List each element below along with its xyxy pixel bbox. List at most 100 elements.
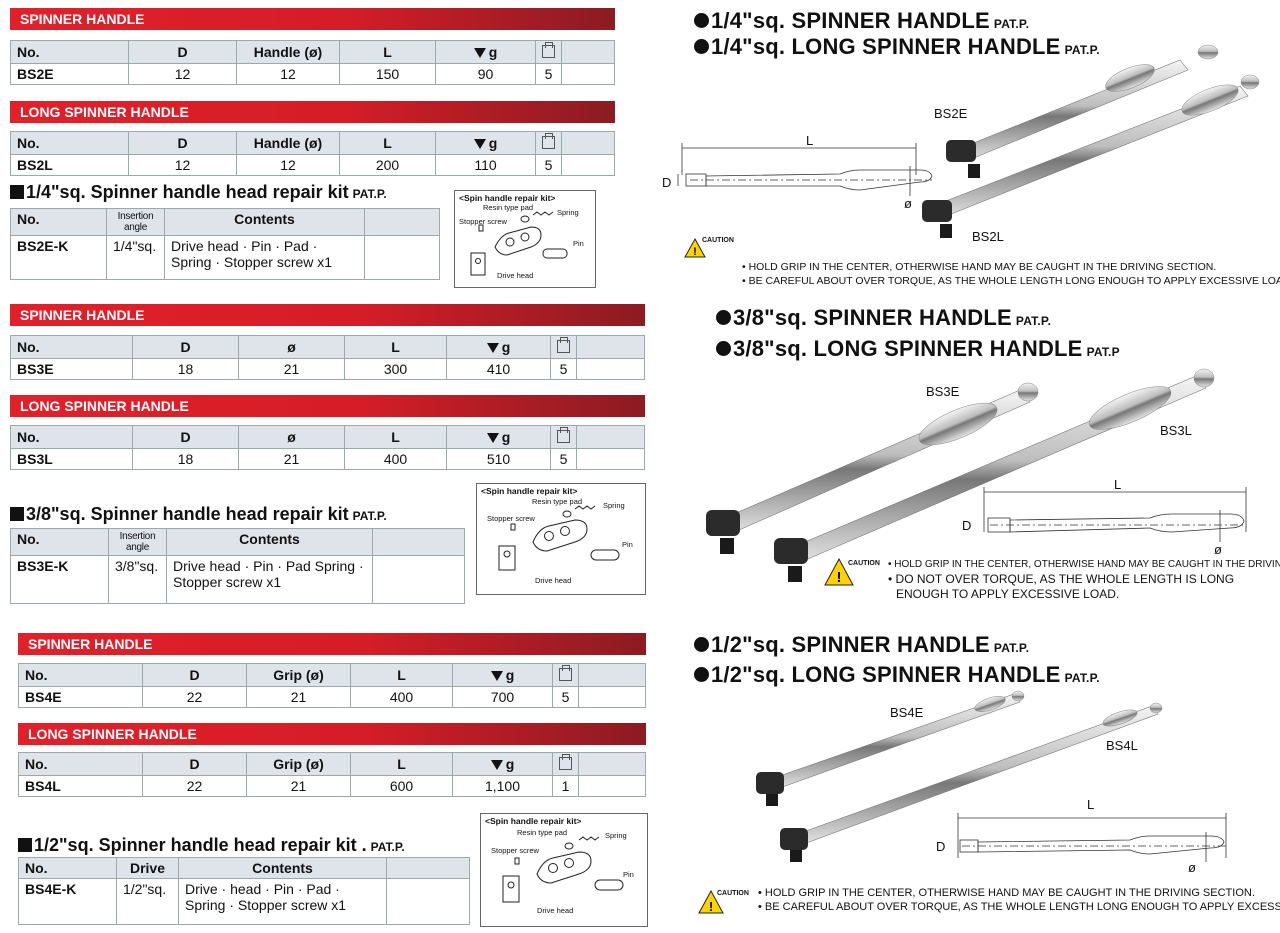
cell-g: 510	[446, 448, 551, 470]
dim-l-3: L	[1087, 797, 1095, 812]
col-d: D	[128, 131, 237, 155]
col-no: No.	[10, 208, 107, 236]
box-icon	[557, 337, 570, 353]
caution-text-3: • HOLD GRIP IN THE CENTER, OTHERWISE HAN…	[758, 887, 1280, 913]
cell-no: BS3E	[10, 358, 133, 380]
col-insertion: Insertion angle	[108, 528, 167, 556]
col-l: L	[344, 335, 447, 359]
dim-l-2: L	[1114, 477, 1122, 492]
section-bar-long-spinner-handle-2: LONG SPINNER HANDLE	[10, 395, 645, 417]
col-no: No.	[10, 425, 133, 449]
section-bar-spinner-handle-3: SPINNER HANDLE	[18, 633, 646, 655]
repair-kit-diagram-2: <Spin handle repair kit> Resin type pad …	[476, 483, 646, 595]
model-label-bs4l: BS4L	[1106, 738, 1138, 753]
cell-contents: Drive head · Pin · Pad Spring ·Stopper s…	[166, 555, 373, 604]
col-grip: Grip (ø)	[246, 752, 351, 776]
svg-text:!: !	[709, 899, 713, 914]
handle-image-bs3e-bs3l	[706, 368, 1247, 582]
col-no: No.	[10, 40, 129, 64]
col-d: D	[142, 752, 247, 776]
col-weight: g	[435, 131, 536, 155]
col-d: D	[132, 425, 239, 449]
round-bullet-icon	[694, 39, 709, 54]
col-handle: Handle (ø)	[236, 40, 340, 64]
col-weight: g	[446, 335, 551, 359]
cell-grip: 21	[246, 775, 351, 797]
cell-g: 110	[435, 154, 536, 176]
dim-d-1: D	[662, 175, 672, 190]
model-label-bs3e: BS3E	[926, 384, 960, 399]
weight-icon	[490, 760, 503, 770]
cell-no: BS4E	[18, 686, 143, 708]
cell-kit-no: BS3E-K	[10, 555, 109, 604]
cell-contents: Drive head · Pin · Pad ·Spring · Stopper…	[164, 235, 365, 280]
cell-qty: 5	[552, 686, 579, 708]
weight-icon	[490, 671, 503, 681]
col-l: L	[339, 40, 436, 64]
caution-label-2: CAUTION	[848, 560, 880, 567]
caution-icon: !	[824, 558, 854, 586]
col-box	[552, 752, 579, 776]
caution-text-2: • HOLD GRIP IN THE CENTER, OTHERWISE HAN…	[888, 559, 1280, 601]
col-box	[535, 40, 562, 64]
cell-kit-no: BS2E-K	[10, 235, 107, 280]
col-l: L	[350, 663, 453, 687]
weight-icon	[486, 343, 499, 353]
col-no: No.	[10, 335, 133, 359]
dim-dia-2: ø	[1214, 542, 1222, 557]
box-icon	[542, 133, 555, 149]
cell-qty: 5	[535, 63, 562, 85]
dim-dia-1: ø	[904, 196, 912, 211]
cell-l: 400	[344, 448, 447, 470]
cell-g: 410	[446, 358, 551, 380]
repair-kit-parts-drawing	[502, 836, 624, 903]
round-bullet-icon	[716, 341, 731, 356]
box-icon	[542, 42, 555, 58]
col-weight: g	[452, 752, 553, 776]
weight-icon	[473, 48, 486, 58]
cell-l: 300	[344, 358, 447, 380]
col-weight: g	[435, 40, 536, 64]
square-bullet-icon	[10, 185, 24, 199]
cell-l: 200	[339, 154, 436, 176]
square-bullet-icon	[18, 838, 32, 852]
svg-text:!: !	[837, 569, 842, 586]
col-no: No.	[18, 663, 143, 687]
cell-no: BS4L	[18, 775, 143, 797]
col-d: D	[132, 335, 239, 359]
box-icon	[559, 754, 572, 770]
col-no: No.	[10, 131, 129, 155]
cell-contents: Drive · head · Pin · Pad ·Spring · Stopp…	[178, 878, 387, 925]
cell-d: 12	[128, 63, 237, 85]
col-no: No.	[10, 528, 109, 556]
section-bar-spinner-handle-1: SPINNER HANDLE	[10, 8, 615, 30]
col-contents: Contents	[164, 208, 365, 236]
col-box	[535, 131, 562, 155]
col-no: No.	[18, 857, 117, 879]
weight-icon	[473, 139, 486, 149]
dim-l-1: L	[806, 133, 814, 148]
caution-icon: !	[698, 890, 724, 914]
box-icon	[559, 665, 572, 681]
box-icon	[557, 427, 570, 443]
cell-l: 600	[350, 775, 453, 797]
cell-d: 18	[132, 448, 239, 470]
dim-d-3: D	[936, 839, 946, 854]
round-bullet-icon	[694, 637, 709, 652]
cell-dia: 21	[238, 358, 345, 380]
model-label-bs2l: BS2L	[972, 229, 1004, 244]
cell-handle: 12	[236, 154, 340, 176]
cell-qty: 5	[535, 154, 562, 176]
cell-g: 90	[435, 63, 536, 85]
